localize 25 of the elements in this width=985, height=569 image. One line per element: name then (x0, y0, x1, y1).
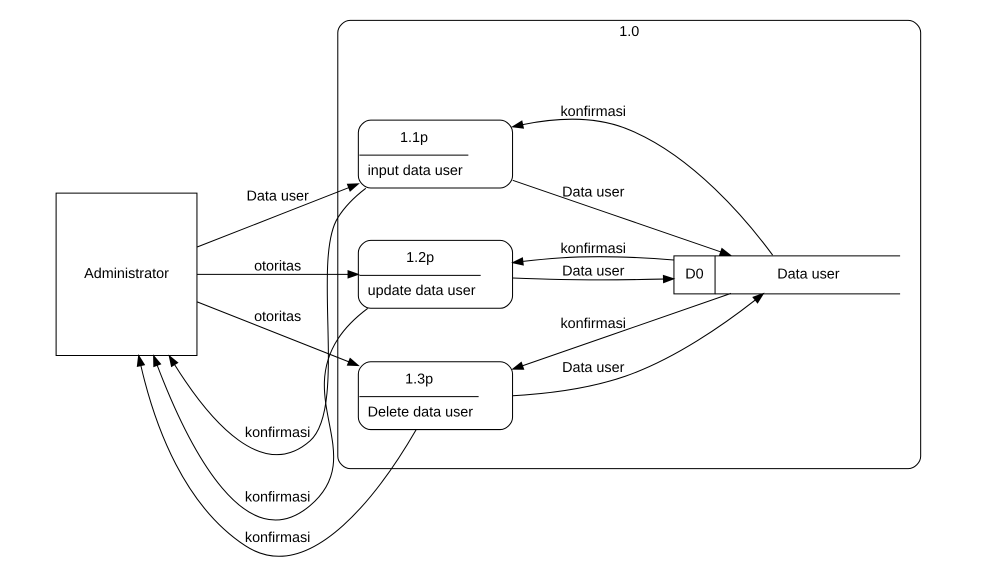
edge-label: konfirmasi (244, 490, 310, 506)
edge-label: Data user (246, 188, 309, 205)
edge-label: Data user (562, 184, 624, 200)
arrow (512, 292, 765, 396)
arrow (512, 180, 732, 256)
edge-label: konfirmasi (244, 530, 310, 546)
arrow (136, 354, 417, 556)
arrow (197, 183, 360, 248)
arrow (512, 274, 676, 284)
edge-label: Data user (562, 360, 624, 376)
edge-label: konfirmasi (560, 316, 626, 332)
edge-label: konfirmasi (560, 240, 626, 257)
arrow (511, 292, 732, 370)
edge-label: Data user (562, 264, 624, 280)
arrow (511, 256, 674, 266)
edge-label: konfirmasi (560, 104, 626, 120)
arrow (197, 270, 360, 279)
arrow (511, 118, 774, 256)
node-box: Administrator (56, 192, 198, 356)
arrow (197, 301, 360, 366)
arrow (168, 188, 366, 455)
edge-label: konfirmasi (244, 424, 310, 441)
edge-label: otoritas (254, 258, 302, 274)
arrow (153, 308, 368, 520)
edge-label: otoritas (254, 308, 302, 325)
